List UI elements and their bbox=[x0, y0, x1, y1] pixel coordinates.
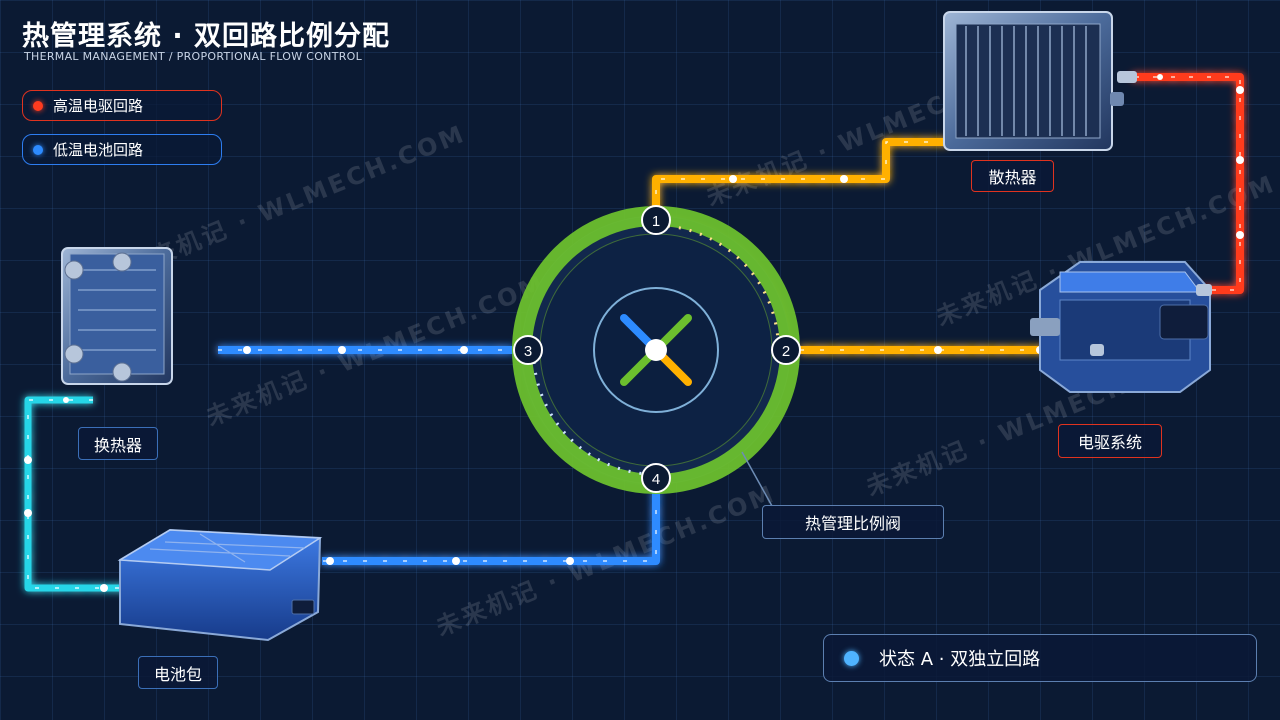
legend-high-temp: 高温电驱回路 bbox=[22, 90, 222, 121]
legend-low-temp-label: 低温电池回路 bbox=[53, 141, 144, 159]
svg-text:4: 4 bbox=[652, 471, 660, 488]
radiator-label: 散热器 bbox=[971, 160, 1054, 192]
port-1: 1 bbox=[641, 205, 671, 235]
status-text: 状态 A · 双独立回路 bbox=[879, 649, 1041, 670]
motor-drive-label: 电驱系统 bbox=[1058, 424, 1162, 458]
motor-drive-image bbox=[1030, 261, 1211, 393]
port-4: 4 bbox=[641, 463, 671, 493]
port-3: 3 bbox=[513, 335, 543, 365]
page-subtitle: THERMAL MANAGEMENT / PROPORTIONAL FLOW C… bbox=[24, 50, 363, 63]
heat-exchanger-image bbox=[61, 247, 173, 385]
pipe-cyan bbox=[24, 396, 148, 592]
radiator-image bbox=[943, 11, 1124, 151]
heat-exchanger-label: 换热器 bbox=[78, 427, 158, 460]
port-2: 2 bbox=[771, 335, 801, 365]
status-panel: 状态 A · 双独立回路 bbox=[823, 634, 1257, 682]
battery-pack-image bbox=[117, 528, 323, 642]
svg-text:3: 3 bbox=[524, 343, 532, 360]
svg-text:1: 1 bbox=[652, 213, 660, 230]
legend-high-temp-label: 高温电驱回路 bbox=[53, 97, 144, 115]
connection-stubs bbox=[1090, 71, 1212, 356]
red-dot-icon bbox=[33, 100, 43, 111]
legend-low-temp: 低温电池回路 bbox=[22, 134, 222, 165]
status-dot-icon bbox=[844, 650, 859, 666]
svg-text:2: 2 bbox=[782, 343, 790, 360]
valve-label: 热管理比例阀 bbox=[762, 505, 944, 539]
pipe-high-temp-red bbox=[1131, 73, 1244, 294]
blue-dot-icon bbox=[33, 144, 43, 155]
battery-label: 电池包 bbox=[138, 656, 218, 689]
page-title: 热管理系统 · 双回路比例分配 bbox=[22, 21, 391, 52]
proportional-valve bbox=[512, 206, 800, 507]
